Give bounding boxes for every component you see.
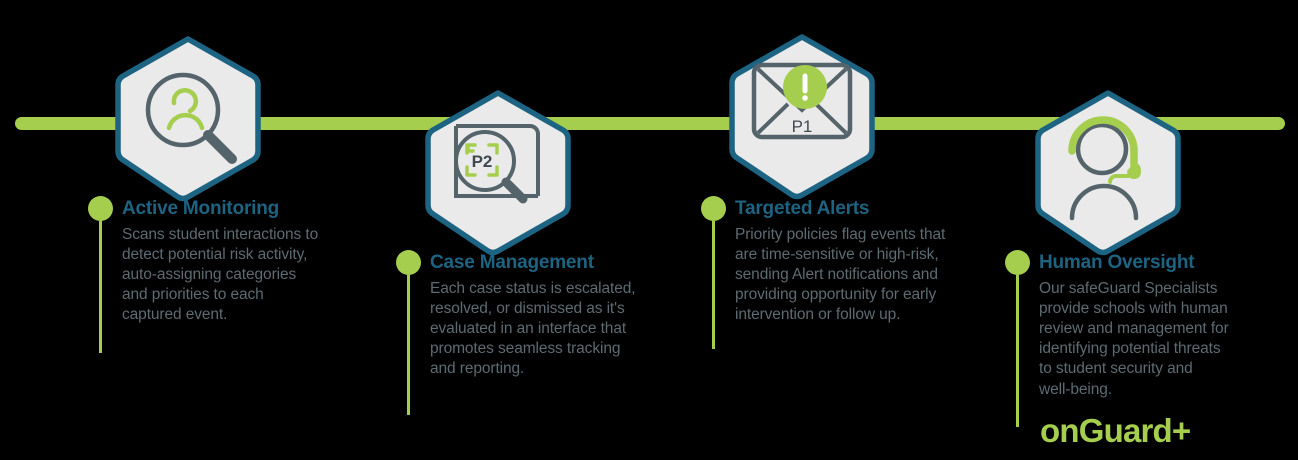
pin-marker-case-management [396, 250, 421, 415]
pin-marker-human-oversight [1005, 250, 1030, 427]
pin-dot [1005, 250, 1030, 275]
step-description: Our safeGuard Specialists provide school… [1039, 279, 1229, 398]
step-badge-case-management[interactable]: P2 [422, 88, 574, 256]
step-text-human-oversight: Human Oversight Our safeGuard Specialist… [1039, 252, 1254, 400]
step-badge-targeted-alerts[interactable]: P1 [726, 32, 878, 200]
pin-stem [1016, 275, 1019, 427]
step-badge-human-oversight[interactable] [1032, 88, 1184, 256]
pin-dot [396, 250, 421, 275]
priority-label-p2: P2 [472, 152, 493, 171]
onguard-logo: onGuard+ [1040, 412, 1191, 449]
monitor-magnifier-p2-icon: P2 [425, 90, 571, 256]
timeline-connector-line [15, 117, 1285, 130]
pin-marker-targeted-alerts [701, 196, 726, 349]
step-text-case-management: Case Management Each case status is esca… [430, 252, 665, 380]
step-description: Scans student interactions to detect pot… [122, 225, 319, 324]
step-text-targeted-alerts: Targeted Alerts Priority policies flag e… [735, 198, 980, 326]
person-headset-icon [1035, 90, 1181, 256]
pin-stem [712, 221, 715, 349]
pin-marker-active-monitoring [88, 196, 113, 353]
step-description: Each case status is escalated, resolved,… [430, 279, 636, 378]
pin-dot [701, 196, 726, 221]
pin-dot [88, 196, 113, 221]
step-title: Targeted Alerts [735, 198, 870, 219]
pin-stem [99, 221, 102, 353]
pin-stem [407, 275, 410, 415]
person-magnifier-icon [115, 36, 261, 202]
step-title: Active Monitoring [122, 198, 280, 219]
step-title: Case Management [430, 252, 594, 273]
envelope-alert-p1-icon: P1 [729, 34, 875, 200]
priority-label-p1: P1 [792, 117, 813, 136]
step-description: Priority policies flag events that are t… [735, 225, 946, 324]
step-text-active-monitoring: Active Monitoring Scans student interact… [122, 198, 352, 326]
step-title: Human Oversight [1039, 252, 1195, 273]
step-badge-active-monitoring[interactable] [112, 34, 264, 202]
